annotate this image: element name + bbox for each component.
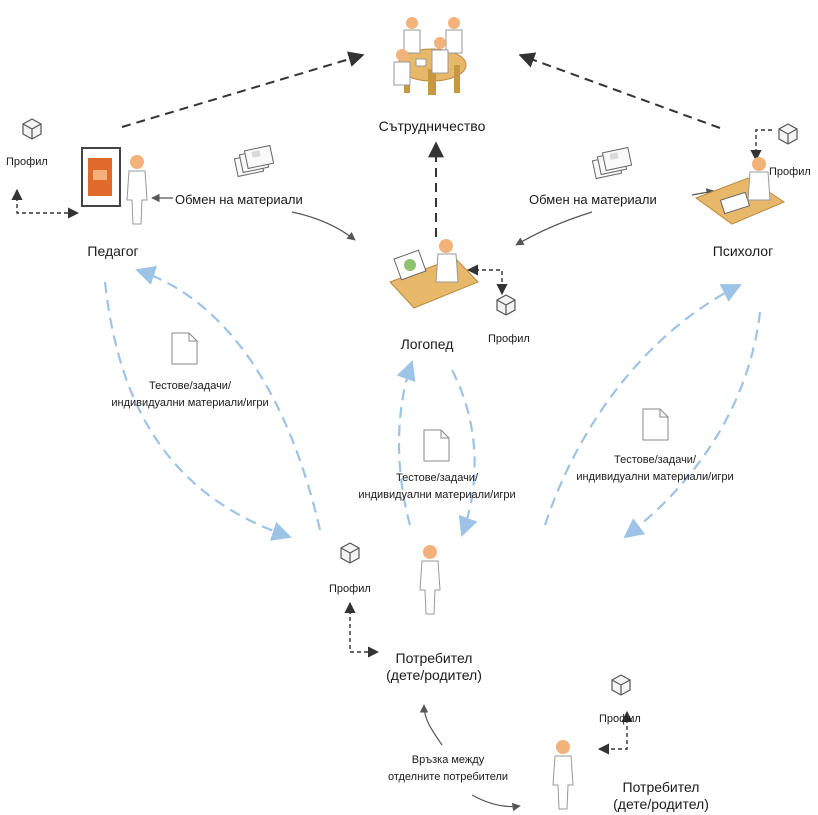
user-main-label-line2: (дете/родител) bbox=[386, 667, 482, 683]
profile-cube-icon bbox=[778, 123, 798, 145]
materials-label-psychologist: Тестове/задачи/ индивидуални материали/и… bbox=[576, 452, 733, 486]
profile-cube-icon bbox=[340, 542, 360, 564]
arrow-user-to-speech-therapist bbox=[396, 360, 416, 526]
arrow-exchange-to-speech-therapist bbox=[291, 211, 356, 241]
exchange-arrows bbox=[151, 188, 715, 246]
person-icon bbox=[419, 544, 441, 615]
arrow-psychologist-to-collaboration bbox=[518, 52, 721, 129]
materials-label-teacher: Тестове/задачи/ индивидуални материали/и… bbox=[111, 378, 268, 412]
psychologist-label: Психолог bbox=[712, 243, 774, 259]
teacher-label: Педагог bbox=[87, 243, 139, 259]
materials-arrows bbox=[103, 266, 762, 541]
arrow-teacher-to-collaboration bbox=[121, 51, 365, 128]
profile-connector-user-second bbox=[597, 710, 633, 755]
user-second-label: Потребител (дете/родител) bbox=[613, 779, 709, 813]
collaboration-arrows bbox=[121, 51, 721, 237]
profile-connectors bbox=[11, 129, 772, 755]
materials-label-speech-therapist: Тестове/задачи/ индивидуални материали/и… bbox=[358, 470, 515, 504]
profile-connector-user-main bbox=[344, 601, 380, 658]
arrow-user-to-teacher bbox=[135, 266, 322, 531]
document-icon bbox=[423, 429, 450, 462]
user-link-label-line1: Връзка между bbox=[411, 754, 485, 766]
user-second-label-line1: Потребител bbox=[622, 779, 700, 795]
profile-label-psychologist: Профил bbox=[769, 166, 811, 178]
psychologist-icon bbox=[694, 157, 786, 225]
arrow-psychologist-to-user bbox=[623, 311, 762, 539]
arrow-link-to-user-main bbox=[419, 704, 443, 746]
materials-label-line1: Тестове/задачи/ bbox=[148, 380, 232, 392]
collaboration-label: Сътрудничество bbox=[378, 118, 486, 134]
user-link-label: Връзка между отделните потребители bbox=[388, 752, 508, 786]
arrow-speech-therapist-to-user bbox=[451, 369, 478, 537]
profile-label-user-second: Профил bbox=[599, 713, 641, 725]
document-stack-icon bbox=[233, 144, 275, 178]
speech-therapist-icon bbox=[389, 239, 479, 309]
user-link-arrows bbox=[419, 704, 521, 812]
user-second-label-line2: (дете/родител) bbox=[613, 796, 709, 812]
user-main-label: Потребител (дете/родител) bbox=[386, 650, 482, 684]
meeting-table-icon bbox=[393, 17, 467, 95]
exchange-label-right: Обмен на материали bbox=[529, 192, 657, 207]
teacher-at-board-icon bbox=[81, 147, 148, 225]
profile-connector-psychologist bbox=[750, 129, 772, 162]
document-icon bbox=[171, 332, 198, 365]
user-main-label-line1: Потребител bbox=[395, 650, 473, 666]
arrow-exchange-to-psychologist bbox=[691, 188, 715, 197]
speech-therapist-label: Логопед bbox=[400, 336, 454, 352]
materials-label-line2: индивидуални материали/игри bbox=[111, 397, 269, 409]
profile-connector-speech-therapist bbox=[466, 264, 508, 296]
profile-label-teacher: Профил bbox=[6, 156, 48, 168]
profile-label-speech-therapist: Профил bbox=[488, 333, 530, 345]
document-icon bbox=[642, 408, 669, 441]
materials-label-line2: индивидуални материали/игри bbox=[576, 471, 734, 483]
document-stack-icon bbox=[591, 146, 633, 180]
profile-label-user-main: Профил bbox=[329, 583, 371, 595]
profile-cube-icon bbox=[22, 118, 42, 140]
materials-label-line1: Тестове/задачи/ bbox=[613, 454, 697, 466]
arrow-exchange-to-speech-therapist-right bbox=[515, 211, 593, 246]
materials-label-line2: индивидуални материали/игри bbox=[358, 489, 516, 501]
arrow-link-to-user-second bbox=[471, 794, 521, 812]
arrow-user-to-psychologist bbox=[543, 284, 742, 526]
profile-cube-icon bbox=[496, 294, 516, 316]
person-icon-second bbox=[552, 739, 574, 810]
user-link-label-line2: отделните потребители bbox=[387, 771, 509, 783]
materials-label-line1: Тестове/задачи/ bbox=[395, 472, 479, 484]
profile-cube-icon bbox=[611, 674, 631, 696]
arrow-teacher-to-user bbox=[103, 281, 292, 541]
profile-connector-teacher bbox=[11, 188, 80, 219]
exchange-label-left: Обмен на материали bbox=[175, 192, 303, 207]
